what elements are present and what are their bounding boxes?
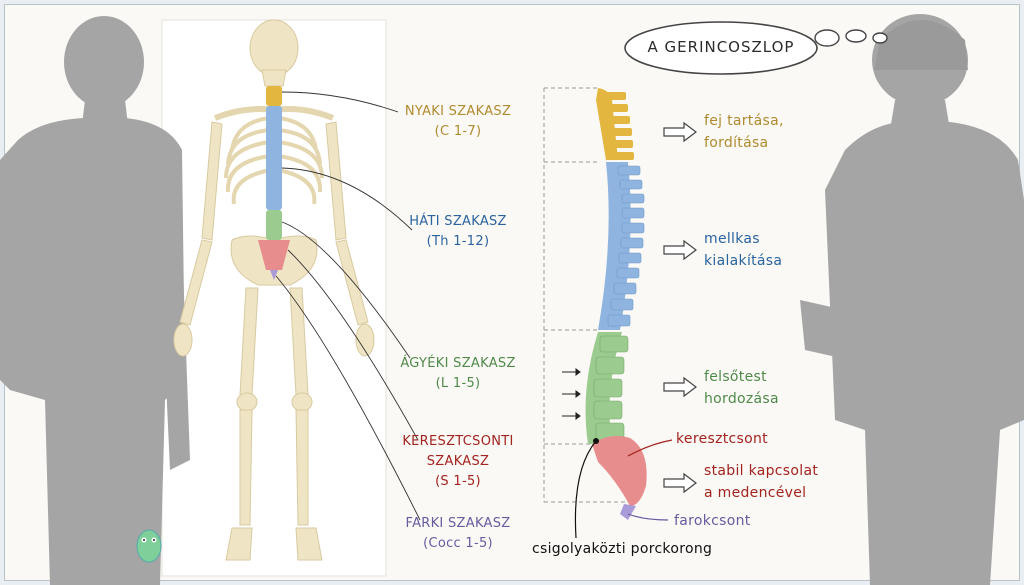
section-name: HÁTI SZAKASZ: [409, 214, 507, 229]
spine-column: [585, 88, 647, 520]
spine-coccygeal: [620, 504, 636, 520]
skeleton-spine-thoracic: [266, 106, 282, 210]
section-name-2: SZAKASZ: [426, 454, 490, 469]
sacrum-leader: [627, 439, 673, 457]
section-label-cervical: NYAKI SZAKASZ (C 1-7): [388, 102, 528, 142]
section-name: NYAKI SZAKASZ: [404, 104, 512, 119]
load-arrows: [562, 368, 581, 420]
section-label-sacral: KERESZTCSONTI SZAKASZ (S 1-5): [388, 432, 528, 492]
spine-sacral: [592, 436, 647, 506]
part-label-coccyx: farokcsont: [674, 513, 751, 529]
section-range: (L 1-5): [435, 376, 481, 391]
function-line: stabil kapcsolat: [704, 463, 819, 479]
section-range: (C 1-7): [434, 124, 482, 139]
function-line: fej tartása,: [704, 113, 784, 129]
section-label-thoracic: HÁTI SZAKASZ (Th 1-12): [388, 212, 528, 252]
slide-title: A GERINCOSZLOP: [647, 38, 795, 56]
disc-leader: [574, 440, 597, 539]
title-bubble: [624, 21, 818, 75]
bubble-dot-3: [872, 32, 888, 44]
section-name: ÁGYÉKI SZAKASZ: [400, 356, 516, 371]
section-name: FARKI SZAKASZ: [405, 516, 511, 531]
skeleton-spine-sacral: [258, 240, 290, 270]
function-cervical: fej tartása, fordítása: [704, 110, 784, 154]
skeleton-spine-lumbar: [266, 210, 282, 240]
leader-lines: [275, 91, 421, 521]
section-range: (S 1-5): [435, 474, 481, 489]
skull: [249, 19, 299, 77]
function-arrows: [663, 121, 697, 494]
skeleton: [173, 19, 375, 561]
function-line: fordítása: [704, 135, 769, 151]
skeleton-spine-coccygeal: [270, 270, 278, 280]
section-range: (Cocc 1-5): [423, 536, 493, 551]
function-arrow-cervical: [663, 121, 697, 143]
ribcage: [224, 116, 324, 205]
section-label-lumbar: ÁGYÉKI SZAKASZ (L 1-5): [388, 354, 528, 394]
skeleton-spine-cervical: [266, 86, 282, 106]
function-arrow-thoracic: [663, 239, 697, 261]
function-line: mellkas: [704, 231, 760, 247]
coccyx-leader: [627, 513, 669, 521]
arms: [173, 121, 375, 357]
function-sacral: stabil kapcsolat a medencével: [704, 460, 818, 504]
function-line: kialakítása: [704, 253, 783, 269]
function-lumbar: felsőtest hordozása: [704, 366, 779, 410]
mascot-badge: [136, 529, 162, 563]
bubble-dot-1: [814, 29, 840, 47]
left-person-silhouette: [0, 16, 190, 585]
function-arrow-lumbar: [663, 376, 697, 398]
function-thoracic: mellkas kialakítása: [704, 228, 782, 272]
part-label-disc: csigolyaközti porckorong: [532, 541, 713, 557]
section-label-coccygeal: FARKI SZAKASZ (Cocc 1-5): [388, 514, 528, 554]
function-line: hordozása: [704, 391, 779, 407]
bubble-dot-2: [845, 29, 867, 43]
legs: [225, 287, 323, 561]
right-person-silhouette: [800, 14, 1024, 585]
function-line: felsőtest: [704, 369, 767, 385]
section-range: (Th 1-12): [426, 234, 490, 249]
section-name: KERESZTCSONTI: [402, 434, 514, 449]
part-label-sacrum: keresztcsont: [676, 431, 768, 447]
spine-bracket: [543, 87, 628, 503]
function-line: a medencével: [704, 485, 807, 501]
function-arrow-sacral: [663, 472, 697, 494]
